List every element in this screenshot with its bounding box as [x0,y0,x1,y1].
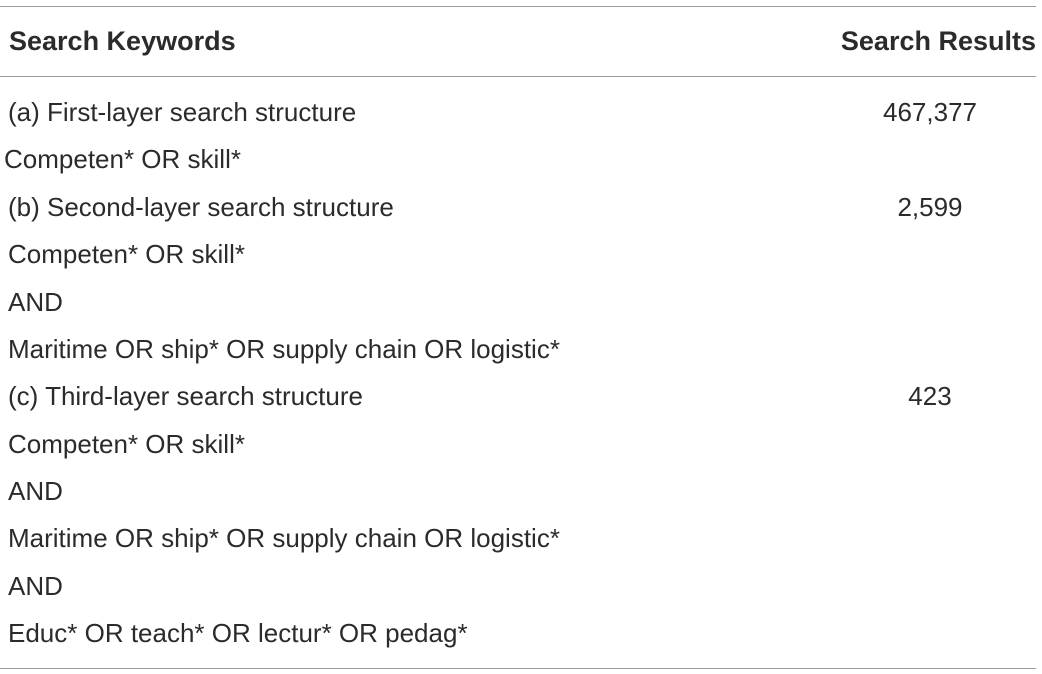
row-keywords: (a) First-layer search structure [8,97,357,127]
row-results: 2,599 [897,192,963,222]
table-row: AND [0,569,1036,616]
row-results: 467,377 [883,97,977,127]
table-row: (c) Third-layer search structure 423 [0,379,1036,426]
table-top-rule [0,6,1036,7]
row-keywords: AND [8,571,63,601]
row-keywords: Maritime OR ship* OR supply chain OR log… [8,334,560,364]
row-keywords: Competen* OR skill* [8,239,245,269]
row-keywords: Educ* OR teach* OR lectur* OR pedag* [8,618,468,648]
table-row: (a) First-layer search structure 467,377 [0,95,1036,142]
table-row: Competen* OR skill* [0,237,1036,284]
table-row: Educ* OR teach* OR lectur* OR pedag* [0,616,1036,663]
table-row: (b) Second-layer search structure 2,599 [0,190,1036,237]
row-keywords: AND [8,287,63,317]
table-row: Maritime OR ship* OR supply chain OR log… [0,332,1036,379]
row-keywords: (b) Second-layer search structure [8,192,394,222]
table-row: Competen* OR skill* [0,142,1036,189]
row-keywords: (c) Third-layer search structure [8,381,363,411]
row-keywords: Competen* OR skill* [8,429,245,459]
table-bottom-rule [0,668,1036,669]
header-search-results: Search Results [840,26,1036,56]
row-keywords: Maritime OR ship* OR supply chain OR log… [8,523,560,553]
header-search-keywords: Search Keywords [9,26,236,56]
table-row: AND [0,474,1036,521]
header-bottom-rule [0,76,1036,77]
row-keywords: Competen* OR skill* [4,144,241,174]
row-results: 423 [908,381,952,411]
table-row: Competen* OR skill* [0,427,1036,474]
table-row: Maritime OR ship* OR supply chain OR log… [0,521,1036,568]
table-row: AND [0,285,1036,332]
row-keywords: AND [8,476,63,506]
